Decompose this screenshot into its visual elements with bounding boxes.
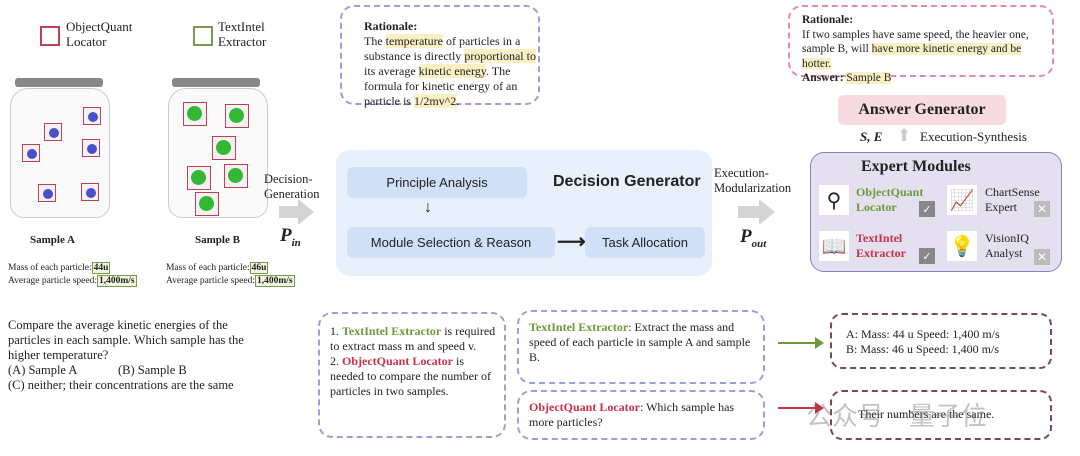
x-icon: ✕ (1034, 249, 1050, 265)
particle (195, 192, 219, 216)
lightbulb-icon: 💡 (947, 231, 977, 261)
green-arrow (778, 342, 818, 344)
rationale-left: Rationale: The temperature of particles … (364, 19, 544, 109)
speed-label: Average particle speed: (166, 276, 255, 286)
option-c: (C) neither; their concentrations are th… (8, 378, 234, 392)
result-b: B: Mass: 46 u Speed: 1,400 m/s (846, 341, 1000, 356)
particle (38, 184, 56, 202)
rationale-right: Rationale: If two samples have same spee… (802, 13, 1044, 86)
rationale-left-box: Rationale: The temperature of particles … (340, 5, 540, 108)
rationale-title: Rationale: (364, 19, 418, 33)
particle (187, 166, 211, 190)
watermark: 公众号 · 量子位 (806, 402, 987, 432)
right-arrow-icon: ⟶ (557, 231, 586, 253)
legend-object-quant: ObjectQuant Locator (66, 19, 133, 49)
up-arrow-icon: ⬆ (897, 126, 912, 145)
particle (82, 139, 100, 157)
legend-red-box (40, 26, 60, 46)
question-text: Compare the average kinetic energies of … (8, 318, 244, 362)
question: Compare the average kinetic energies of … (8, 318, 270, 393)
principle-analysis-node: Principle Analysis (347, 167, 527, 198)
check-icon: ✓ (919, 248, 935, 264)
decision-arrow-head (298, 199, 314, 225)
modularization-arrow-head (759, 199, 775, 225)
task-text: : Which sample has more particles? (529, 400, 735, 429)
jar-b-lid (172, 78, 260, 87)
reason-text: 1. TextIntel Extractor is required to ex… (330, 324, 496, 398)
reason-box: 1. TextIntel Extractor is required to ex… (318, 312, 506, 438)
speed-value: 1,400m/s (96, 275, 137, 287)
particle (22, 144, 40, 162)
legend-green-box (193, 26, 213, 46)
mass-label: Mass of each particle: (8, 263, 92, 273)
x-icon: ✕ (1034, 201, 1050, 217)
task-module: TextIntel Extractor (529, 320, 629, 334)
rationale-right-box: Rationale: If two samples have same spee… (788, 5, 1054, 84)
answer-label: Answer: (802, 72, 844, 84)
magnifier-icon: ⚲ (819, 185, 849, 215)
sample-a-label: Sample A (30, 234, 75, 246)
decision-arrow (279, 206, 299, 218)
decision-generation-label: Decision-Generation (264, 172, 320, 201)
particle (81, 183, 99, 201)
mass-label: Mass of each particle: (166, 263, 250, 273)
particle (183, 102, 207, 126)
sample-b-label: Sample B (195, 234, 240, 246)
mass-value: 44u (91, 262, 111, 274)
p-out: Pout (740, 226, 767, 250)
red-arrow-head (815, 402, 824, 414)
option-a: (A) Sample A (8, 363, 78, 377)
jar-b (168, 88, 268, 218)
p-in: Pin (280, 225, 301, 249)
mass-value: 46u (249, 262, 269, 274)
jar-a (10, 88, 110, 218)
speed-value: 1,400m/s (254, 275, 295, 287)
red-arrow (778, 407, 818, 409)
particle (44, 123, 62, 141)
result-a: A: Mass: 44 u Speed: 1,400 m/s (846, 327, 1000, 341)
rationale-title: Rationale: (802, 14, 854, 26)
result-box-count: Their numbers are the same. (830, 390, 1052, 440)
execution-synthesis-label: Execution-Synthesis (920, 129, 1027, 144)
result-count: Their numbers are the same. (858, 407, 995, 421)
book-icon: 📖 (819, 231, 849, 261)
decision-generator-title: Decision Generator (553, 173, 701, 190)
task-allocation-node: Task Allocation (585, 227, 705, 258)
line-chart-icon: 📈 (947, 185, 977, 215)
particle (225, 104, 249, 128)
particle (212, 136, 236, 160)
legend: ObjectQuant Locator TextIntel Extractor (38, 18, 298, 58)
task-module: ObjectQuant Locator (529, 400, 640, 414)
down-arrow-icon: ↓ (424, 199, 432, 216)
check-icon: ✓ (919, 201, 935, 217)
speed-label: Average particle speed: (8, 276, 97, 286)
modularization-arrow (738, 206, 760, 218)
s-e-label: S, E (860, 129, 883, 144)
task-text: : Extract the mass and speed of each par… (529, 320, 751, 364)
sample-b-info: Mass of each particle:46u Average partic… (166, 262, 326, 288)
expert-modules-title: Expert Modules (861, 158, 971, 175)
option-b: (B) Sample B (118, 363, 187, 377)
answer-generator: Answer Generator (838, 95, 1006, 125)
answer-value: Sample B (846, 72, 892, 84)
result-box-extract: A: Mass: 44 u Speed: 1,400 m/s B: Mass: … (830, 313, 1052, 369)
green-arrow-head (815, 337, 824, 349)
module-selection-node: Module Selection & Reason (347, 227, 555, 258)
task-box-objectquant: ObjectQuant Locator: Which sample has mo… (517, 390, 765, 440)
legend-text-intel: TextIntel Extractor (218, 19, 267, 49)
jar-a-lid (15, 78, 103, 87)
execution-modularization-label: Execution-Modularization (714, 166, 792, 195)
particle (224, 164, 248, 188)
sample-a-info: Mass of each particle:44u Average partic… (8, 262, 168, 288)
task-box-textintel: TextIntel Extractor: Extract the mass an… (517, 310, 765, 384)
particle (83, 107, 101, 125)
